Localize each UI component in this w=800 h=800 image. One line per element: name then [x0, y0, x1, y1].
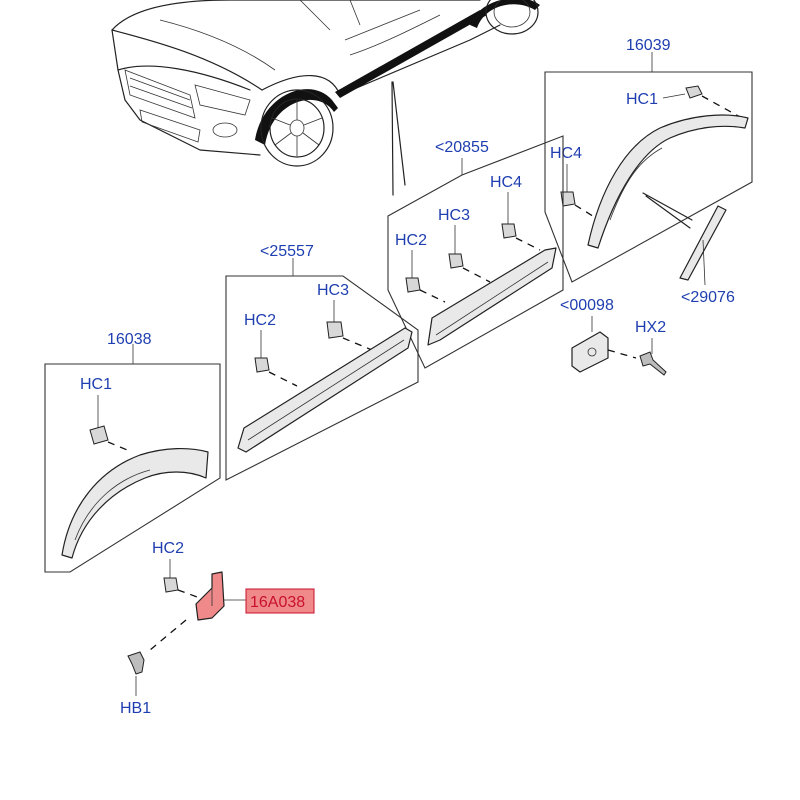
callout-hc3-front[interactable]: HC3: [317, 282, 349, 299]
callout-hx2[interactable]: HX2: [635, 319, 666, 336]
clip-hc1-front: [89, 425, 109, 445]
front-wheel-arch-moulding: [61, 447, 209, 559]
rear-wheel: [470, 0, 540, 35]
callout-29076[interactable]: <29076: [681, 289, 735, 306]
callout-25557[interactable]: <25557: [260, 243, 314, 260]
callout-16039[interactable]: 16039: [626, 37, 671, 54]
callout-hc2-door[interactable]: HC2: [395, 232, 427, 249]
bolt-hb1: [127, 651, 145, 675]
mud-flap-16A038: [195, 571, 225, 621]
vehicle-illustration: [111, 0, 540, 167]
callout-20855[interactable]: <20855: [435, 139, 489, 156]
rear-door-moulding: [427, 247, 557, 346]
callout-16A038-box: [245, 588, 315, 614]
callout-hb1[interactable]: HB1: [120, 700, 151, 717]
clip-hc4: [560, 191, 576, 207]
callout-00098[interactable]: <00098: [560, 297, 614, 314]
part-16A038: HC2 16A038 HB1: [120, 540, 315, 717]
front-door-moulding: [237, 327, 413, 453]
part-00098: <00098 HX2: [560, 297, 667, 376]
group-25557: <25557 HC3 HC2: [225, 243, 419, 481]
callout-hc4[interactable]: HC4: [550, 145, 582, 162]
group-16039: 16039 HC1 HC4: [544, 37, 753, 283]
group-20855: <20855 HC4 HC3 HC2: [387, 135, 564, 369]
callout-hc3-door[interactable]: HC3: [438, 207, 470, 224]
clip-hc1: [685, 85, 703, 99]
callout-16A038[interactable]: 16A038: [250, 594, 305, 611]
callout-hc2-flap[interactable]: HC2: [152, 540, 184, 557]
screw-hx2: [639, 351, 667, 376]
rear-wheel-arch-moulding: [587, 114, 749, 249]
callout-hc1[interactable]: HC1: [626, 91, 658, 108]
callout-hc2-front[interactable]: HC2: [244, 312, 276, 329]
callout-16038[interactable]: 16038: [107, 331, 152, 348]
group-16038: 16038 HC1: [44, 331, 221, 573]
callout-hc1-front[interactable]: HC1: [80, 376, 112, 393]
front-wheel: [260, 89, 334, 167]
part-29076: <29076: [679, 205, 735, 306]
callout-hc4-door[interactable]: HC4: [490, 174, 522, 191]
